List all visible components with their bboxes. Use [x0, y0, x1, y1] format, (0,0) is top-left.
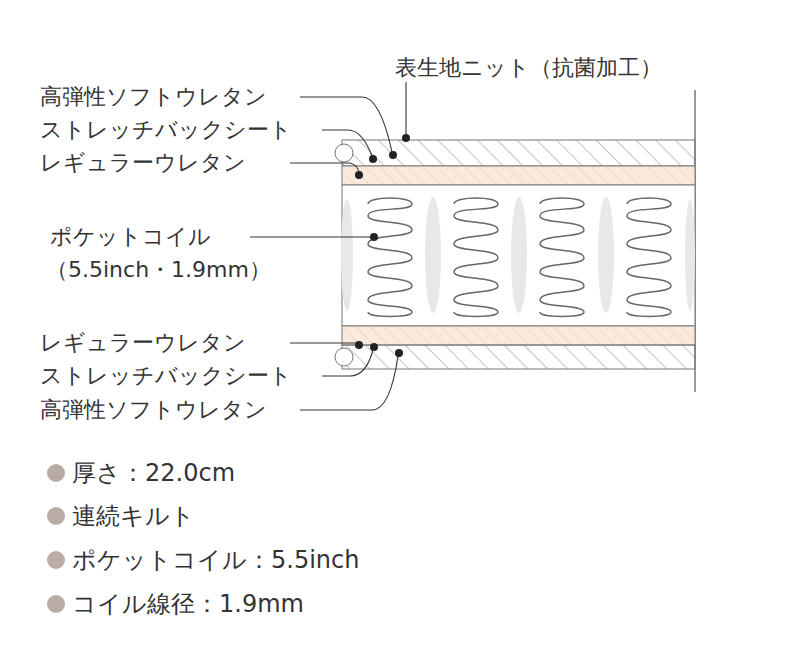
spec-item: 連続キルト — [70, 502, 197, 531]
top-knit-layer — [342, 140, 695, 166]
part-label: 表生地ニット（抗菌加工） — [393, 55, 664, 81]
urethane-texture — [342, 326, 695, 345]
bottom-knit-layer — [342, 345, 695, 369]
part-label: 高弾性ソフトウレタン — [38, 84, 269, 110]
part-label: ストレッチバックシート — [38, 363, 294, 389]
part-label: ポケットコイル — [48, 224, 213, 250]
part-label: レギュラーウレタン — [38, 330, 248, 356]
part-label: レギュラーウレタン — [38, 150, 248, 176]
pocket-coils — [368, 198, 671, 317]
urethane-layer — [342, 326, 695, 345]
spec-label: （5.5inch・1.9mm） — [44, 257, 273, 283]
urethane-layer — [342, 166, 695, 185]
bullets — [47, 464, 65, 613]
part-label: ストレッチバックシート — [38, 117, 294, 143]
spec-item: コイル線径：1.9mm — [70, 590, 306, 619]
urethane-texture — [342, 166, 695, 185]
quilt-edge — [335, 348, 353, 366]
spec-item: 厚さ：22.0cm — [70, 459, 237, 488]
quilt-edge — [335, 144, 353, 162]
leader-dots — [355, 134, 410, 357]
spec-item: ポケットコイル：5.5inch — [70, 546, 361, 575]
coil-layer — [342, 185, 695, 326]
part-label: 高弾性ソフトウレタン — [38, 397, 269, 423]
coil-pockets — [341, 197, 695, 313]
